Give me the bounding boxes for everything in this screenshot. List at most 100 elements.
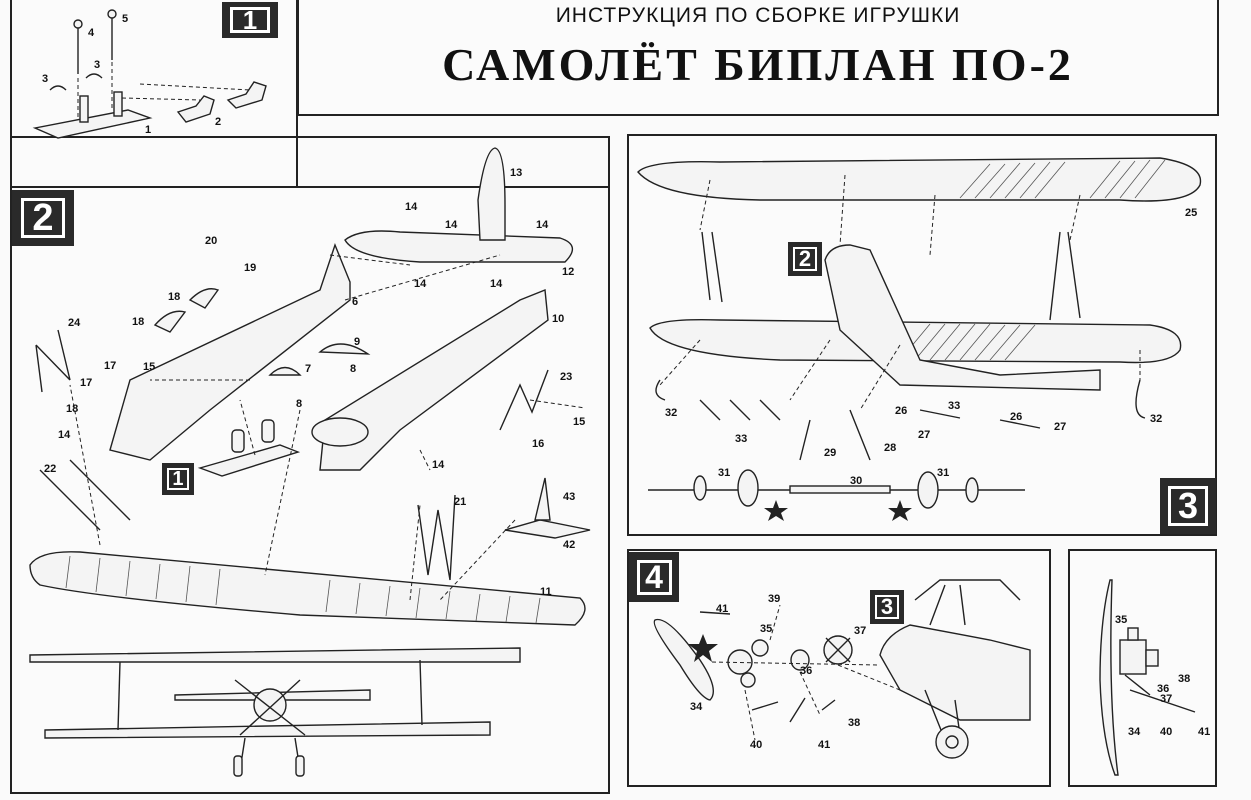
part-label: 14	[445, 219, 458, 231]
ref-badge-1: 1	[162, 463, 194, 495]
part-label: 14	[490, 278, 503, 290]
seat	[226, 81, 267, 109]
step-4-drawing: 34 35 36 37 38 39 40 41 41	[653, 579, 1031, 759]
pedals	[49, 73, 103, 91]
engine-block-side	[1119, 639, 1147, 675]
part-label: 19	[244, 262, 256, 274]
part-label: 35	[1115, 614, 1127, 626]
part-label: 25	[1185, 207, 1197, 219]
step-2-frame-top	[10, 136, 610, 188]
seat	[176, 95, 215, 123]
stick-knob	[107, 9, 117, 19]
step-4-badge: 4	[629, 552, 679, 602]
bomb-racks	[699, 399, 781, 421]
part-label: 17	[80, 377, 92, 389]
step-3-drawing: 25 26 26 27 27 28 29 30 31 31 32 32 33 3…	[637, 157, 1202, 521]
part-label: 26	[895, 405, 907, 417]
part-label: 23	[560, 371, 572, 383]
ref-badge-2-number: 2	[793, 246, 817, 271]
cylinder-head-side	[1127, 627, 1139, 641]
part-label: 31	[937, 467, 949, 479]
part-label: 38	[848, 717, 860, 729]
mount-post	[113, 91, 123, 117]
strut-24	[35, 329, 71, 393]
star-icon	[764, 500, 788, 521]
part-label: 36	[800, 665, 812, 677]
part-label: 37	[1160, 693, 1172, 705]
instruction-subtitle: ИНСТРУКЦИЯ ПО СБОРКЕ ИГРУШКИ	[555, 4, 961, 27]
propeller-front	[234, 679, 306, 736]
cockpit-seat	[261, 419, 275, 443]
part-label: 10	[552, 313, 564, 325]
part-label: 32	[1150, 413, 1162, 425]
step-1-number: 1	[230, 5, 270, 35]
part-label: 40	[1160, 726, 1172, 738]
wing-ribs	[65, 555, 541, 624]
part-label: 8	[350, 363, 356, 375]
step-4-guide-lines	[711, 604, 901, 741]
step-2-number: 2	[21, 197, 65, 239]
part-label: 35	[760, 623, 772, 635]
step-2-badge: 2	[12, 190, 74, 246]
part-label: 27	[1054, 421, 1066, 433]
fuselage-nose	[311, 417, 369, 447]
ref-badge-3: 3	[870, 590, 904, 624]
part-label: 15	[573, 416, 585, 428]
windscreen-piece	[318, 343, 371, 355]
part-label: 9	[354, 336, 360, 348]
upper-wing-hatching	[959, 159, 1166, 199]
part-label: 38	[1178, 673, 1190, 685]
step-1-drawing: 1 2 3 3 4 5	[32, 9, 267, 139]
part-label: 41	[1198, 726, 1210, 738]
strut-21	[417, 494, 456, 581]
part-label: 18	[66, 403, 78, 415]
lower-wing-hatching	[899, 323, 1036, 361]
small-parts	[699, 611, 836, 723]
tail-plane	[344, 230, 573, 263]
star-icon	[888, 500, 912, 521]
part-label: 8	[296, 398, 302, 410]
fuselage-right-half	[319, 289, 549, 471]
engine-cylinder	[740, 672, 756, 688]
wheel-left	[737, 469, 759, 507]
part-label: 42	[563, 539, 575, 551]
part-label: 36	[1157, 683, 1169, 695]
collector-spokes	[825, 637, 851, 663]
part-label: 13	[510, 167, 522, 179]
part-label: 12	[562, 266, 574, 278]
part-label: 43	[563, 491, 575, 503]
part-label: 3	[42, 73, 48, 85]
part-label: 41	[716, 603, 728, 615]
windscreen-piece	[268, 366, 302, 376]
fuselage-assembled	[824, 244, 1101, 391]
part-label: 40	[750, 739, 762, 751]
windshield	[153, 310, 187, 333]
part-label: 14	[536, 219, 549, 231]
part-label: 2	[215, 116, 221, 128]
lower-wing-front	[44, 721, 491, 739]
strut-23	[499, 369, 549, 431]
step-3-guide-lines	[659, 174, 1141, 411]
mount-side	[1145, 649, 1159, 667]
wheel-front	[295, 755, 305, 777]
strut-22	[39, 459, 131, 531]
step-1-guide-lines	[77, 62, 251, 120]
exhaust-pipe-side	[1124, 674, 1196, 713]
part-label: 29	[824, 447, 836, 459]
stabilizer	[504, 519, 591, 539]
axle-tube	[789, 485, 891, 494]
part-label: 14	[58, 429, 71, 441]
part-label: 16	[532, 438, 544, 450]
hub-right	[965, 477, 979, 503]
ref-badge-2: 2	[788, 242, 822, 276]
part-label: 22	[44, 463, 56, 475]
part-label: 20	[205, 235, 217, 247]
stabilizer-fin	[534, 477, 551, 521]
part-label: 4	[88, 27, 95, 39]
hub-left	[693, 475, 707, 501]
upper-wing-front	[29, 647, 521, 663]
upper-wing	[637, 157, 1202, 202]
propeller	[653, 618, 714, 701]
ref-badge-3-number: 3	[875, 594, 899, 619]
